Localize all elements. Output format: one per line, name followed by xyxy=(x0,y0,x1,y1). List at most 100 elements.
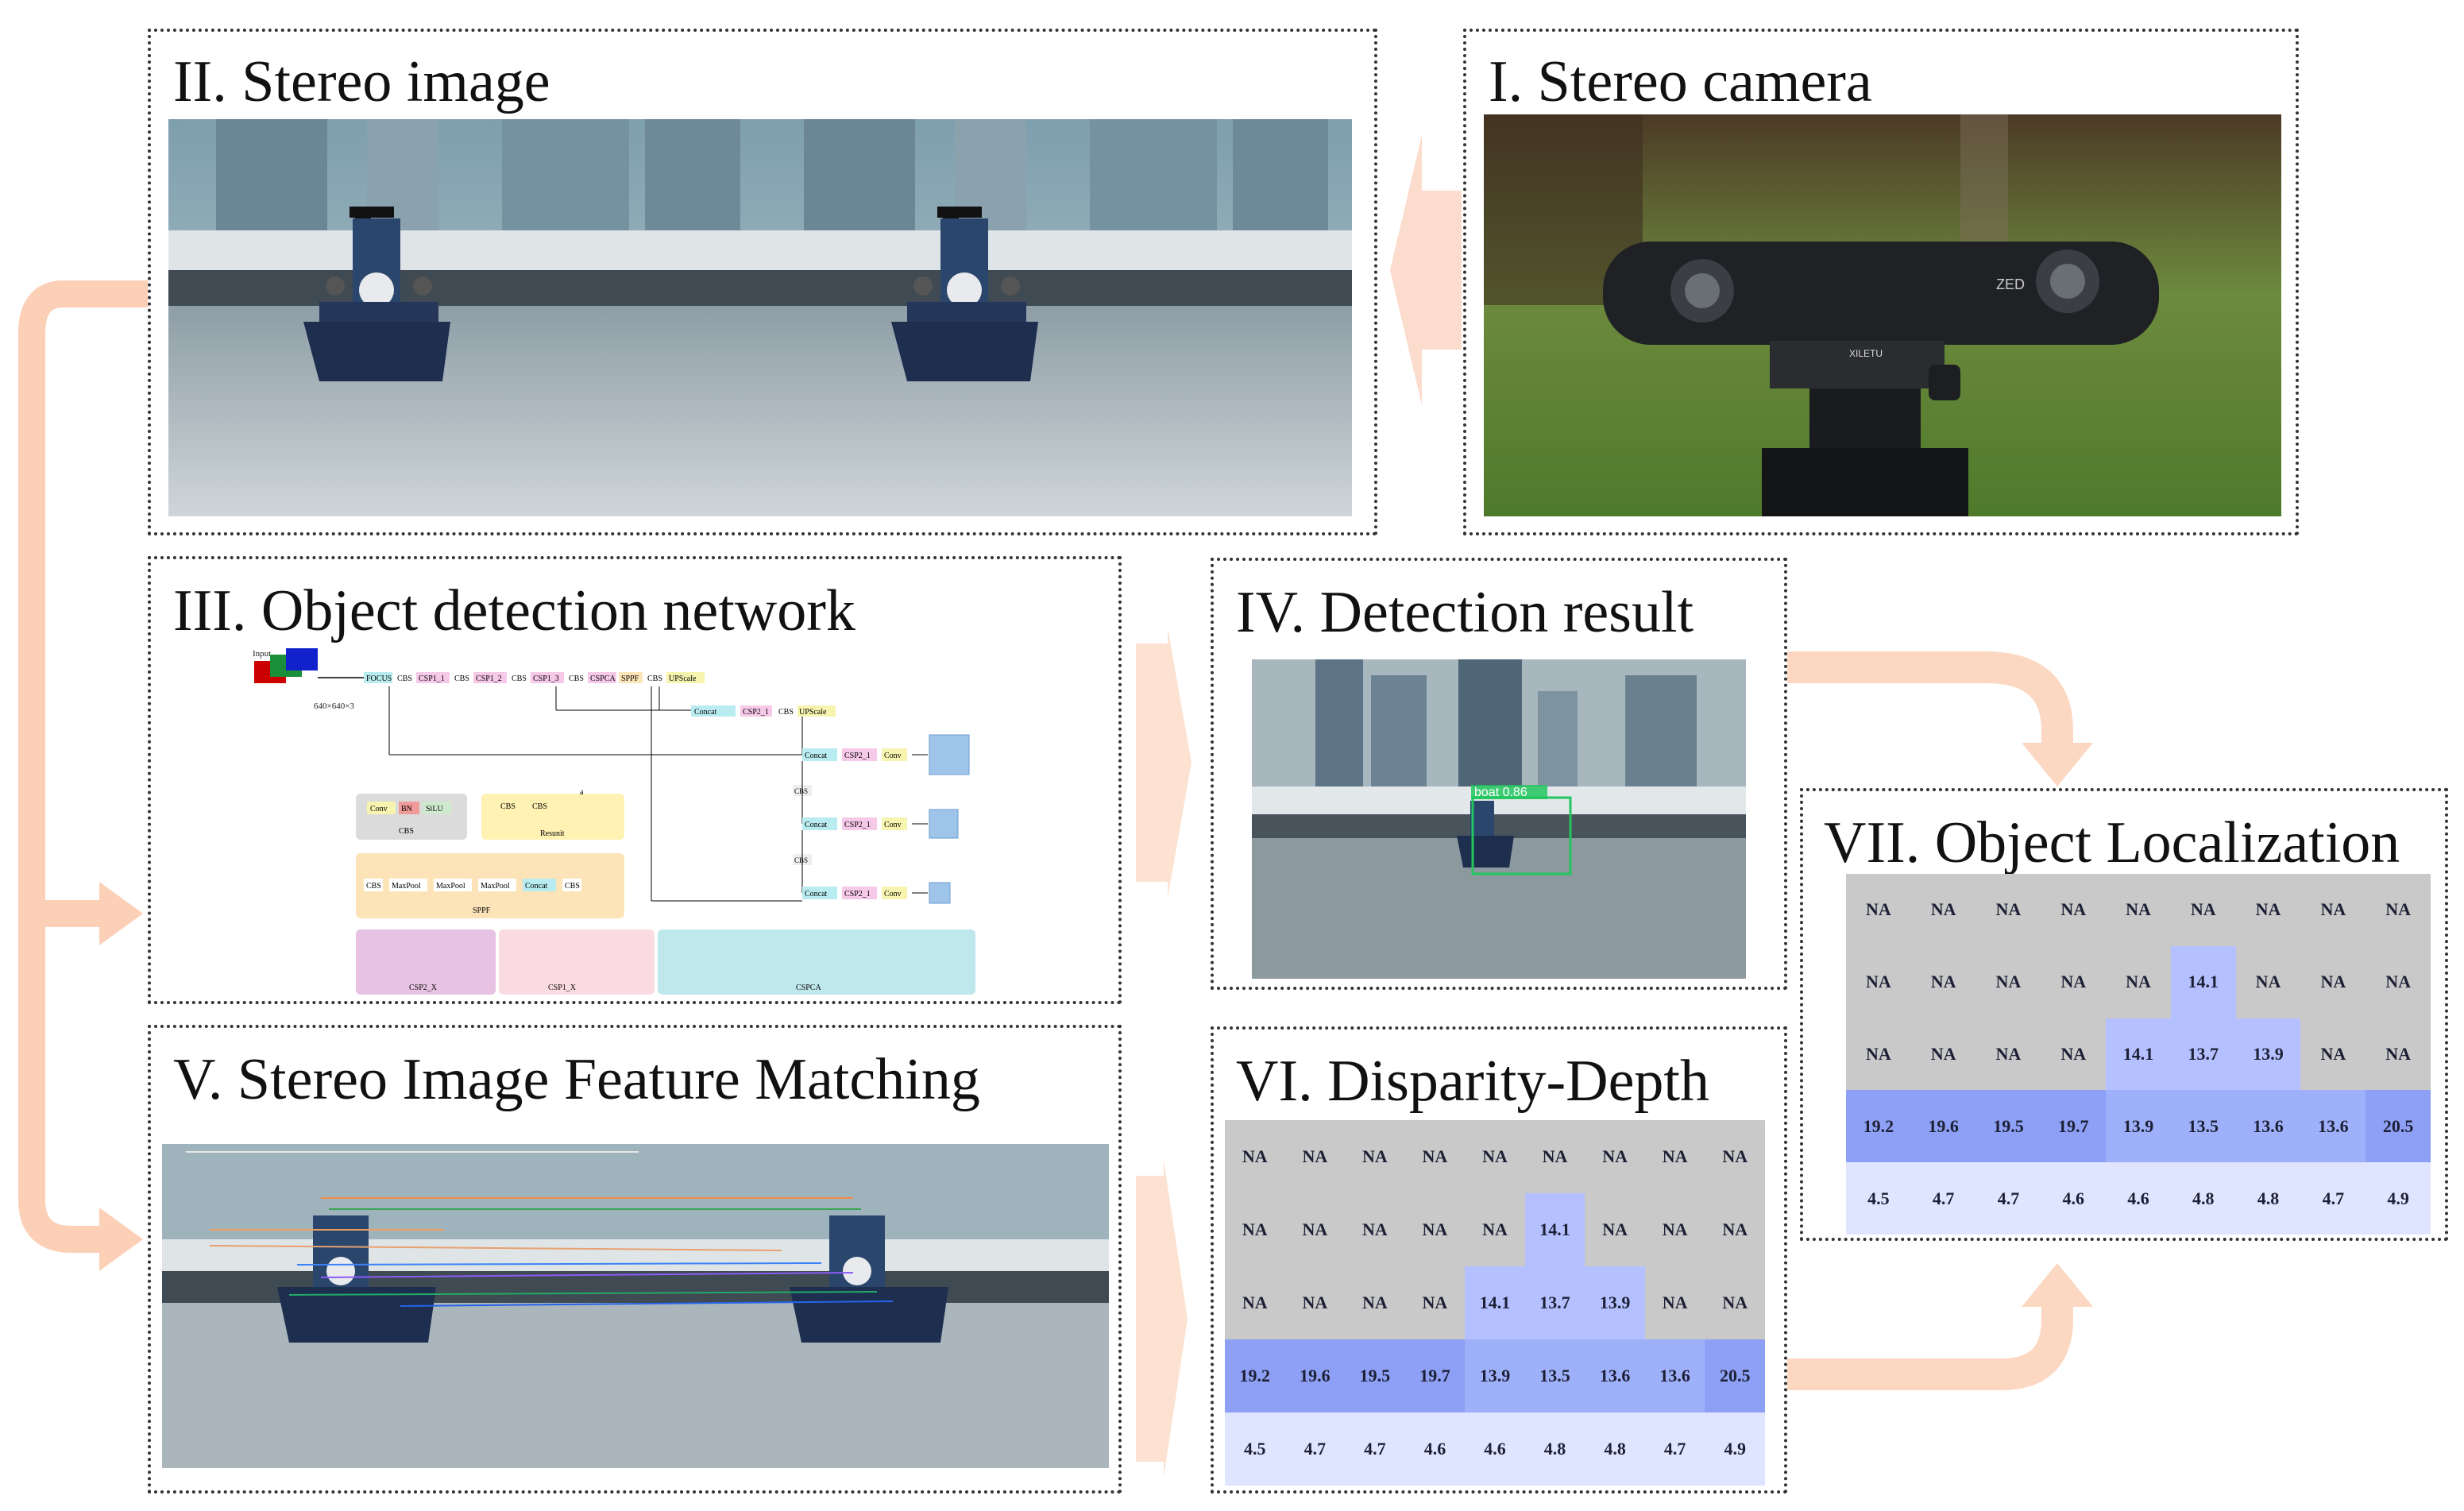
svg-text:CBS: CBS xyxy=(778,708,794,717)
arrow-matching-to-disparity xyxy=(1136,1160,1188,1478)
depth-cell: NA xyxy=(1910,874,1976,946)
depth-cell: 4.7 xyxy=(1910,1162,1976,1235)
depth-cell: NA xyxy=(1705,1266,1765,1339)
depth-cell: NA xyxy=(1465,1193,1525,1266)
arrow-disparity-to-localization xyxy=(1787,1303,2073,1390)
arrow-image-to-matching xyxy=(18,906,103,1253)
depth-cell: 13.6 xyxy=(1585,1339,1645,1412)
depth-cell: 19.7 xyxy=(1404,1339,1466,1412)
depth-cell: NA xyxy=(1524,1120,1585,1193)
panel-title: I. Stereo camera xyxy=(1489,49,1872,114)
svg-text:CSPCA: CSPCA xyxy=(796,984,821,992)
depth-cell: 4.7 xyxy=(1644,1412,1705,1486)
depth-cell: 19.7 xyxy=(2041,1090,2107,1163)
svg-text:CSP2_X: CSP2_X xyxy=(409,984,438,992)
depth-cell: NA xyxy=(1846,945,1911,1018)
head-block-label: CSP2_1 xyxy=(844,890,871,898)
depth-cell: NA xyxy=(1846,1018,1911,1091)
depth-cell: 4.8 xyxy=(2235,1162,2301,1235)
depth-cell: NA xyxy=(1910,945,1976,1018)
depth-cell: NA xyxy=(1404,1266,1466,1339)
output-cube xyxy=(929,809,959,839)
depth-cell: NA xyxy=(1975,945,2041,1018)
depth-cell: NA xyxy=(1585,1193,1645,1266)
depth-cell: 4.8 xyxy=(1524,1412,1585,1486)
depth-cell: 4.7 xyxy=(1975,1162,2041,1235)
depth-cell: NA xyxy=(1404,1120,1466,1193)
depth-cell: 19.5 xyxy=(1345,1339,1405,1412)
svg-text:CBS: CBS xyxy=(532,802,547,811)
depth-cell: NA xyxy=(1345,1120,1405,1193)
depth-cell: 14.1 xyxy=(2170,945,2236,1018)
stereo-image-pair xyxy=(168,119,1360,516)
head-block-label: Conv xyxy=(884,890,902,898)
depth-cell: 4.7 xyxy=(2300,1162,2366,1235)
output-cube xyxy=(929,734,970,775)
depth-cell: 4.8 xyxy=(1585,1412,1645,1486)
backbone-block-label: CBS xyxy=(397,674,412,683)
head-cbs-label: CBS xyxy=(794,787,808,795)
depth-cell: 13.5 xyxy=(2170,1090,2236,1163)
depth-cell: NA xyxy=(1345,1193,1405,1266)
sppf-block-label: MaxPool xyxy=(481,882,510,891)
depth-cell: 13.6 xyxy=(2235,1090,2301,1163)
depth-cell: 4.9 xyxy=(1705,1412,1765,1486)
depth-cell: NA xyxy=(2041,874,2107,946)
backbone-block-label: UPScale xyxy=(669,674,697,683)
depth-cell: NA xyxy=(2366,945,2431,1018)
depth-cell: 13.7 xyxy=(1524,1266,1585,1339)
svg-text:SiLU: SiLU xyxy=(426,805,443,813)
camera-brand-text: ZED xyxy=(1996,276,2025,292)
depth-cell: NA xyxy=(1284,1120,1346,1193)
sppf-block-label: Concat xyxy=(525,882,548,891)
depth-cell: 14.1 xyxy=(1524,1193,1585,1266)
depth-cell: 4.9 xyxy=(2366,1162,2431,1235)
depth-cell: NA xyxy=(1465,1120,1525,1193)
depth-cell: NA xyxy=(2170,874,2236,946)
svg-text:Concat: Concat xyxy=(694,708,717,717)
panel-title: III. Object detection network xyxy=(173,578,855,643)
depth-cell: 4.6 xyxy=(1404,1412,1466,1486)
panel-title: IV. Detection result xyxy=(1236,580,1694,645)
depth-cell: 19.5 xyxy=(1975,1090,2041,1163)
panel-title: VII. Object Localization xyxy=(1824,810,2400,875)
panel-detection-network: III. Object detection network Input 640×… xyxy=(148,556,1122,1004)
backbone-block-label: CBS xyxy=(569,674,584,683)
depth-cell: 4.6 xyxy=(1465,1412,1525,1486)
depth-cell: NA xyxy=(1345,1266,1405,1339)
depth-cell: 4.5 xyxy=(1846,1162,1911,1235)
depth-cell: 19.6 xyxy=(1284,1339,1346,1412)
depth-cell: 13.6 xyxy=(2300,1090,2366,1163)
output-cube xyxy=(929,882,951,904)
backbone-block-label: CSP1_3 xyxy=(533,674,559,683)
detection-label: boat 0.86 xyxy=(1474,786,1527,799)
depth-cell: 4.7 xyxy=(1284,1412,1346,1486)
panel-stereo-image: II. Stereo image xyxy=(148,29,1377,535)
depth-cell: NA xyxy=(2041,945,2107,1018)
backbone-block-label: CBS xyxy=(647,674,662,683)
depth-cell: NA xyxy=(2235,874,2301,946)
depth-cell: NA xyxy=(1225,1193,1285,1266)
detection-photo: boat 0.86 xyxy=(1252,659,1746,979)
depth-cell: NA xyxy=(2300,1018,2366,1091)
arrow-detection-to-localization xyxy=(1787,651,2073,747)
depth-cell: NA xyxy=(2235,945,2301,1018)
depth-cell: 4.6 xyxy=(2106,1162,2171,1235)
arrow-image-to-network xyxy=(17,280,151,927)
depth-cell: 20.5 xyxy=(2366,1090,2431,1163)
depth-cell: 14.1 xyxy=(2106,1018,2171,1091)
depth-cell: NA xyxy=(1644,1266,1705,1339)
panel-title: VI. Disparity-Depth xyxy=(1236,1049,1709,1114)
depth-cell: 4.5 xyxy=(1225,1412,1285,1486)
depth-cell: 13.9 xyxy=(1465,1339,1525,1412)
input-size: 640×640×3 xyxy=(314,701,354,711)
depth-cell: NA xyxy=(1644,1120,1705,1193)
svg-text:BN: BN xyxy=(401,805,412,813)
depth-cell: NA xyxy=(2366,1018,2431,1091)
depth-cell: 20.5 xyxy=(1705,1339,1765,1412)
depth-cell: NA xyxy=(2366,874,2431,946)
